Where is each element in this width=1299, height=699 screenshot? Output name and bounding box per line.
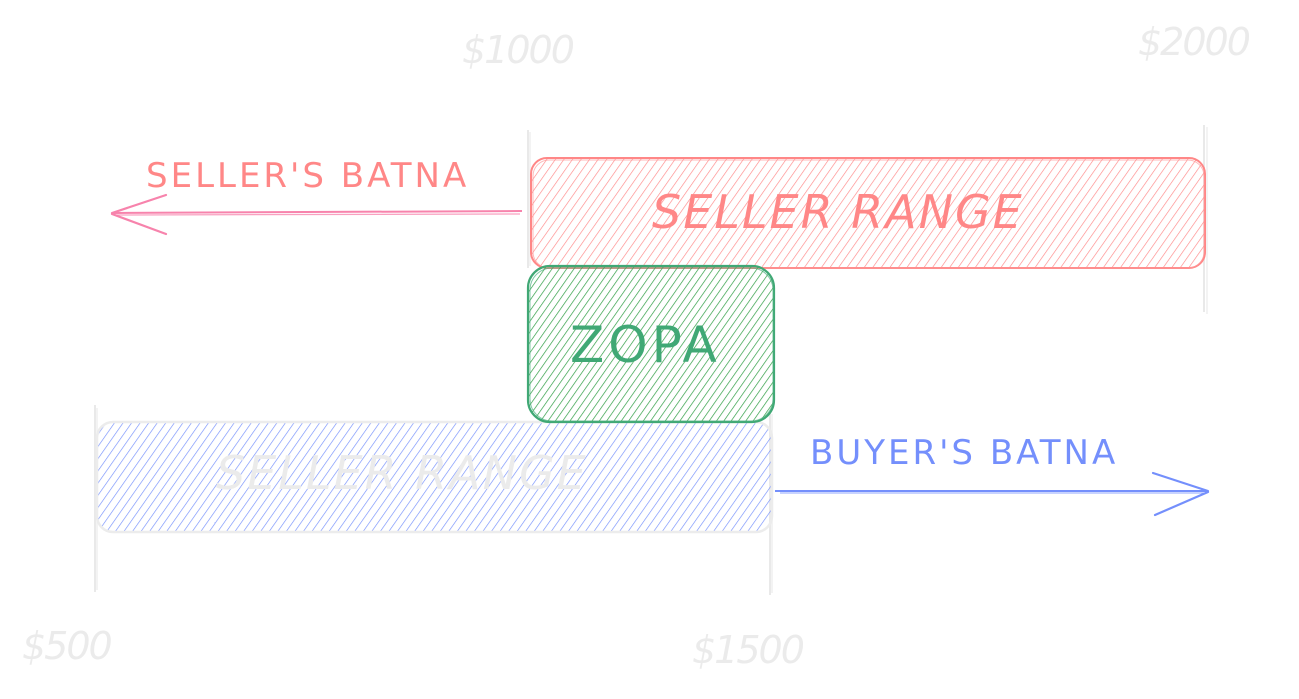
buyer-batna-arrow [775,471,1210,517]
buyer-batna-label: BUYER'S BATNA [810,433,1119,473]
price-label-500: $500 [22,624,113,668]
tick-line-1000 [527,130,531,268]
seller-range-label: SELLER RANGE [652,185,1024,239]
price-label-1000: $1000 [462,28,575,72]
seller-batna-label: SELLER'S BATNA [146,156,470,196]
price-label-1500: $1500 [692,628,805,672]
price-label-2000: $2000 [1138,20,1251,64]
zopa-box [526,264,776,424]
zopa-label: ZOPA [570,316,721,374]
buyer-range-box [95,420,774,534]
seller-range-box [530,157,1206,269]
buyer-range-label: SELLER RANGE [216,446,588,500]
seller-batna-arrow [110,193,523,236]
